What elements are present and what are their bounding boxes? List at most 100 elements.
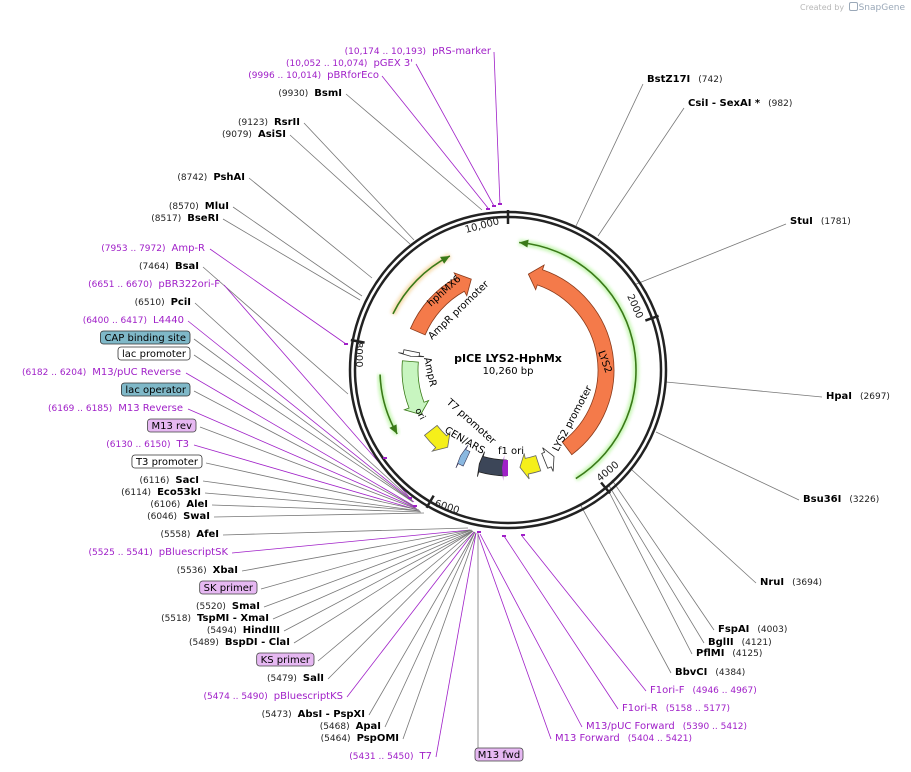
label-f1ori-r: F1ori-R(5158 .. 5177) xyxy=(622,703,730,714)
leader-line xyxy=(193,338,413,502)
label-position: (7953 .. 7972) xyxy=(101,244,165,254)
leader-line xyxy=(327,531,475,680)
snapgene-logo-icon xyxy=(848,2,858,11)
label-position: (5518) xyxy=(161,614,191,624)
leader-line xyxy=(293,530,474,644)
label-csii-sexai: CsiI - SexAI *(982) xyxy=(688,98,792,109)
boxed-label-text: lac promoter xyxy=(122,349,187,360)
tick-mark xyxy=(600,481,611,495)
label-fspai: FspAI(4003) xyxy=(718,624,787,635)
label-stui: StuI(1781) xyxy=(790,216,851,227)
lys2-feature xyxy=(527,264,615,456)
label-hindiii: HindIII(5494) xyxy=(207,625,280,636)
leader-line xyxy=(194,302,413,501)
label-position: (5474 .. 5490) xyxy=(203,692,267,702)
label-afei: AfeI(5558) xyxy=(160,529,219,540)
leader-line xyxy=(272,530,473,620)
label-position: (7464) xyxy=(139,262,169,272)
leader-line xyxy=(185,372,415,507)
label-pflmi: PflMI(4125) xyxy=(696,648,762,659)
lys2-direction-arc xyxy=(519,241,637,480)
label-name: XbaI xyxy=(213,565,238,576)
leader-line xyxy=(231,529,471,554)
leader-line xyxy=(633,223,787,286)
label-position: (5464) xyxy=(321,734,351,744)
label-nrui: NruI(3694) xyxy=(760,577,822,588)
leader-line xyxy=(317,530,474,662)
label-name: AleI xyxy=(186,499,208,510)
label-name: M13 Reverse xyxy=(118,403,183,414)
label-name: BspDI - ClaI xyxy=(225,637,290,648)
label-pbrforeco: pBRforEco(9996 .. 10,014) xyxy=(248,70,379,81)
label-position: (4384) xyxy=(715,668,745,678)
ampr-direction-arc-glow xyxy=(377,374,400,436)
label-bseri: BseRI (8517) xyxy=(151,213,219,224)
leader-line xyxy=(521,535,647,692)
leader-line xyxy=(211,504,422,513)
label-prs-marker: pRS-marker(10,174 .. 10,193) xyxy=(345,46,492,57)
label-f1ori-f: F1ori-F (4946 .. 4967) xyxy=(650,685,757,696)
boxed-label-text: lac operator xyxy=(125,385,186,396)
leader-line xyxy=(199,426,418,510)
label-name: pGEX 3' xyxy=(373,58,413,69)
credit-prefix: Created by xyxy=(800,3,845,12)
boxed-label-text: CAP binding site xyxy=(104,333,186,344)
leader-line xyxy=(222,527,469,536)
label-name: AsiSI xyxy=(258,129,286,140)
label-name: SacI xyxy=(175,475,199,486)
label-position: (4125) xyxy=(732,649,762,659)
label-name: Eco53kI xyxy=(157,487,201,498)
label-name: PspOMI xyxy=(357,733,399,744)
tick-mark xyxy=(644,314,659,322)
leader-line xyxy=(232,206,363,297)
label-name: pRS-marker xyxy=(432,46,492,57)
leader-line xyxy=(435,532,477,758)
leader-line xyxy=(655,431,800,501)
label-position: (8517) xyxy=(151,214,181,224)
leader-line xyxy=(605,485,693,655)
leader-line xyxy=(503,535,619,710)
leader-line xyxy=(665,381,823,398)
tick-mark xyxy=(350,338,365,344)
label-position: (5525 .. 5541) xyxy=(88,548,152,558)
label-pbluescriptks: pBluescriptKS (5474 .. 5490) xyxy=(203,691,343,702)
boxed-label-sk-primer: SK primer xyxy=(199,580,258,595)
label-saci: SacI(6116) xyxy=(139,475,199,486)
f1-ori-feature xyxy=(519,453,542,480)
label-position: (6106) xyxy=(150,500,180,510)
label-name: M13 Forward xyxy=(555,733,620,744)
leader-line xyxy=(381,75,489,209)
label-tspmi-xmai: TspMI - XmaI(5518) xyxy=(161,613,269,624)
label-position: (9930) xyxy=(278,89,308,99)
label-position: (5494) xyxy=(207,626,237,636)
label-position: (5468) xyxy=(320,722,350,732)
leader-line xyxy=(611,479,715,631)
label-name: Bsu36I xyxy=(803,494,841,505)
label-bglii: BglII(4121) xyxy=(708,637,772,648)
label-apai: ApaI (5468) xyxy=(320,721,381,732)
label-position: (5158 .. 5177) xyxy=(666,704,730,714)
leader-line xyxy=(597,107,685,237)
label-name: BseRI xyxy=(187,213,219,224)
leader-line xyxy=(579,503,672,674)
lac-region-feature xyxy=(455,444,471,469)
label-bstz17i: BstZ17I(742) xyxy=(647,74,722,85)
boxed-label-bg xyxy=(147,418,197,433)
leader-line xyxy=(368,531,476,716)
label-name: pBluescriptKS xyxy=(274,691,343,702)
plasmid-size: 10,260 bp xyxy=(483,366,534,377)
label-l4440: L4440(6400 .. 6417) xyxy=(83,315,184,326)
boxed-label-bg xyxy=(100,330,191,345)
label-amp-r: Amp-R(7953 .. 7972) xyxy=(101,243,205,254)
leader-line xyxy=(575,83,644,227)
label-name: ApaI xyxy=(356,721,381,732)
cen-ars-feature xyxy=(477,451,507,477)
label-position: (8742) xyxy=(177,173,207,183)
label-name: F1ori-F xyxy=(650,685,685,696)
leader-line xyxy=(213,512,425,518)
label-position: (5558) xyxy=(160,530,190,540)
label-position: (4946 .. 4967) xyxy=(692,686,756,696)
label-name: BsmI xyxy=(314,88,342,99)
